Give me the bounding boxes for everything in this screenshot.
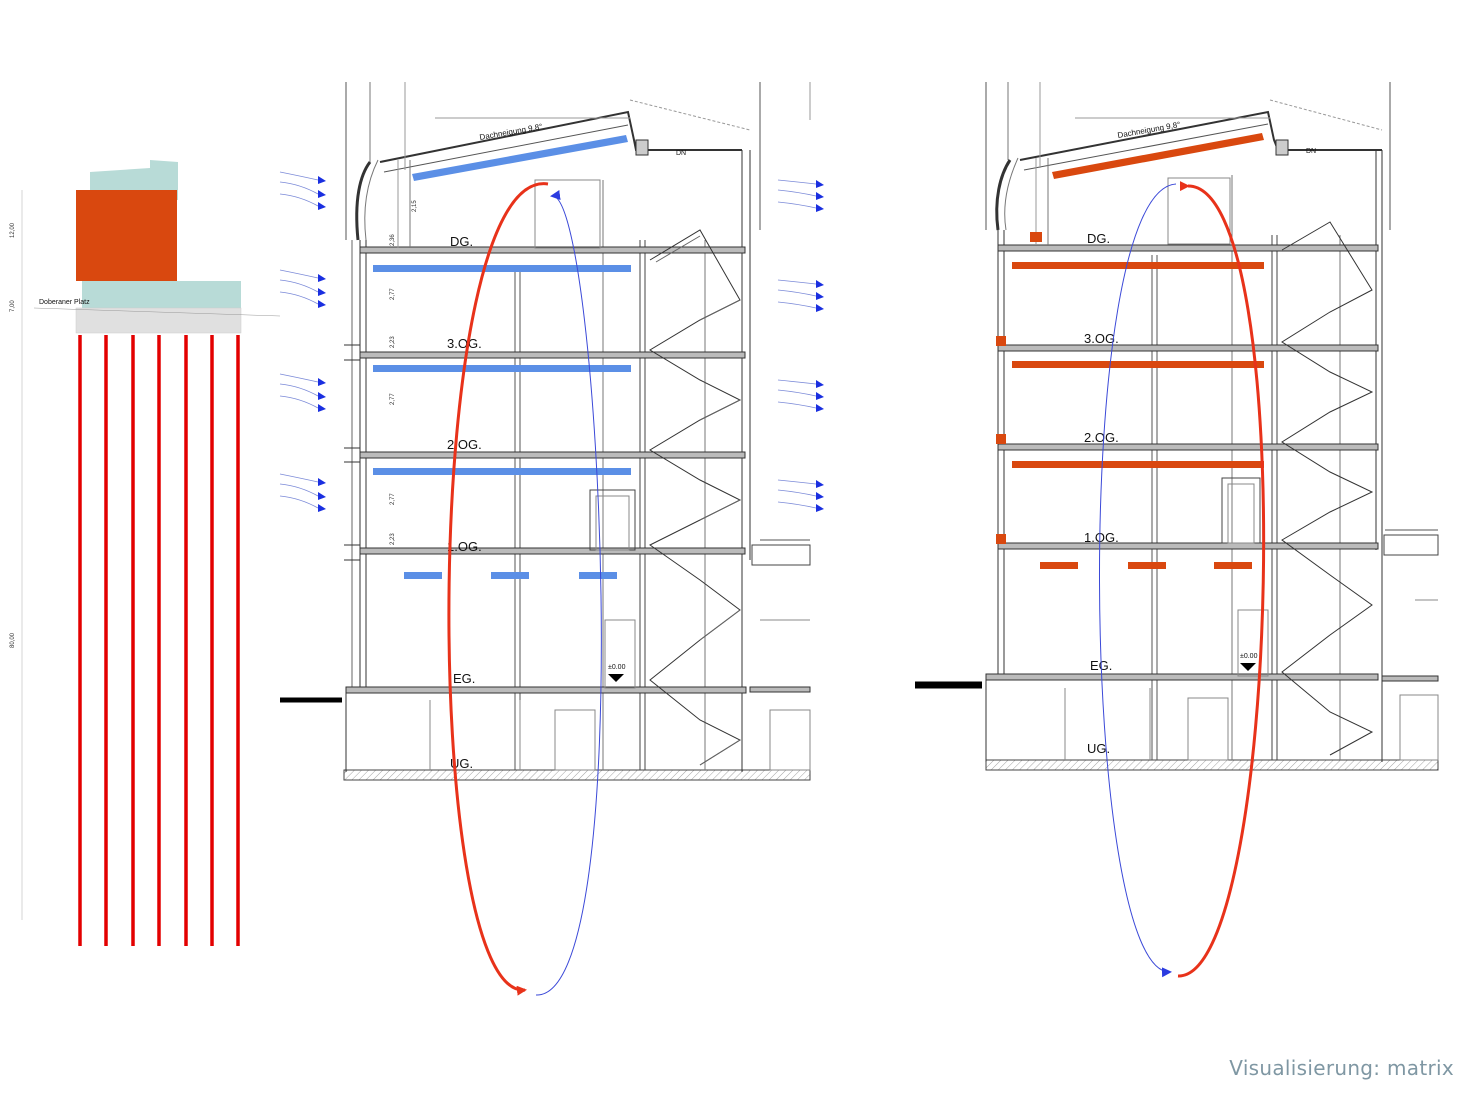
floor-label-2og: 2.OG. — [447, 437, 482, 452]
floor-label-1og: 1.OG. — [1084, 530, 1119, 545]
section-heating: Dachneigung 9,8° DN DG. 3.OG. 2.OG. 1.OG… — [915, 82, 1439, 978]
roof-pitch-label: Dachneigung 9,8° — [479, 122, 543, 142]
height-dim: 2,77 — [390, 288, 396, 300]
cooling-bar — [491, 572, 529, 579]
heating-block — [996, 336, 1006, 346]
cooling-bar — [579, 572, 617, 579]
airflow-arrows-right — [777, 179, 824, 512]
heating-bar — [1128, 562, 1166, 569]
site-label: Doberaner Platz — [39, 299, 90, 306]
floor-label-1og: 1.OG. — [447, 539, 482, 554]
heating-block — [996, 534, 1006, 544]
airflow-arrows-left — [279, 171, 326, 512]
loop-blue-arrow — [1099, 183, 1177, 978]
height-dim: 2,77 — [390, 393, 396, 405]
floor-label-ug: UG. — [1087, 741, 1110, 756]
loop-red-arrow — [447, 182, 549, 996]
cooling-elements — [373, 135, 631, 579]
elevation-marker — [1240, 663, 1256, 671]
site-building-block — [76, 190, 177, 281]
wind-arrow-group — [777, 479, 824, 512]
dim-label-80: 80,00 — [10, 632, 16, 648]
credit-label: Visualisierung: matrix — [1229, 1056, 1454, 1080]
heating-bar — [1012, 262, 1264, 269]
wind-arrow-group — [279, 373, 326, 412]
wind-arrow-group — [279, 171, 326, 210]
wind-arrow-group — [777, 179, 824, 212]
loop-red-arrow — [1177, 181, 1266, 978]
wind-arrow-group — [777, 379, 824, 412]
floor-label-dg: DG. — [1087, 231, 1110, 246]
section-structure — [915, 82, 1439, 771]
section-cooling: 2,77 2,77 2,77 2,23 2,23 2,15 2,36 Dachn… — [279, 82, 824, 996]
heating-block — [1030, 232, 1042, 242]
height-dim: 2,15 — [412, 200, 418, 212]
height-dim: 2,23 — [390, 336, 396, 348]
heating-block — [996, 434, 1006, 444]
site-ground-slab — [75, 307, 242, 334]
heating-elements — [996, 133, 1264, 569]
roof-pitch-label: Dachneigung 9,8° — [1117, 120, 1181, 140]
site-panel: 12,00 7,00 80,00 Doberaner Platz — [10, 160, 281, 946]
floor-label-eg: EG. — [453, 671, 475, 686]
floor-label-3og: 3.OG. — [1084, 331, 1119, 346]
height-dim: 2,77 — [390, 493, 396, 505]
heating-bar — [1214, 562, 1252, 569]
heating-bar — [1012, 361, 1264, 368]
ground-line — [33, 307, 281, 317]
section-structure — [280, 82, 811, 781]
elevation-marker — [608, 674, 624, 682]
loop-blue-arrow — [535, 190, 602, 996]
dim-label-12: 12,00 — [10, 222, 16, 238]
cooling-bar — [373, 365, 631, 372]
floor-label-2og: 2.OG. — [1084, 430, 1119, 445]
heating-bar — [1012, 461, 1264, 468]
height-dim: 2,36 — [390, 234, 396, 246]
heating-bar — [1040, 562, 1078, 569]
wind-arrow-group — [279, 473, 326, 512]
heating-bar-roof — [1052, 133, 1264, 179]
site-base-volume — [82, 281, 241, 308]
foundation-hatch — [343, 769, 811, 781]
roof-dn-label: DN — [1306, 148, 1316, 155]
wind-arrow-group — [279, 269, 326, 308]
elevation-label: ±0.00 — [1240, 653, 1258, 660]
elevation-label: ±0.00 — [608, 664, 626, 671]
floor-label-dg: DG. — [450, 234, 473, 249]
cooling-bar — [404, 572, 442, 579]
dim-label-7: 7,00 — [10, 300, 16, 312]
cooling-bar — [373, 468, 631, 475]
roof-dn-label: DN — [676, 150, 686, 157]
geothermal-probes — [78, 335, 240, 946]
cooling-bar — [373, 265, 631, 272]
height-dim: 2,23 — [390, 533, 396, 545]
wind-arrow-group — [777, 279, 824, 312]
floor-label-3og: 3.OG. — [447, 336, 482, 351]
cooling-bar-roof — [412, 135, 628, 181]
